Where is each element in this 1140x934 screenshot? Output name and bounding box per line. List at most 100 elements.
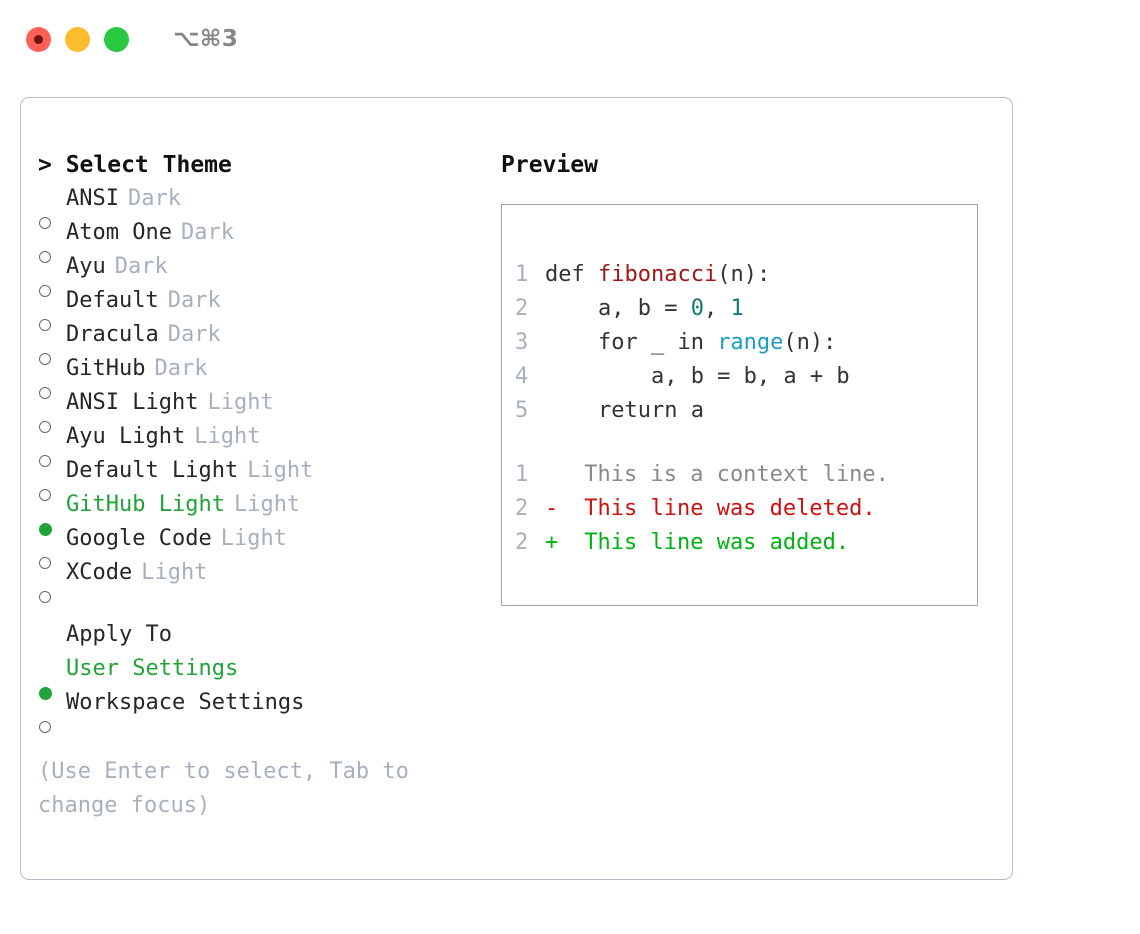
diff-line: 2 + This line was added. xyxy=(515,526,969,560)
code-token-plain: a, b = xyxy=(545,296,691,321)
option-kind-label: Dark xyxy=(167,288,221,313)
radio-ring xyxy=(39,353,51,365)
title-bar: ⌥⌘3 xyxy=(0,0,1140,78)
apply-to-option-0[interactable]: User Settings xyxy=(38,652,478,700)
code-token-num: 0 xyxy=(690,296,704,321)
diff-marker xyxy=(545,458,571,492)
option-label: Workspace Settings xyxy=(66,690,305,715)
radio-ring xyxy=(39,455,51,467)
theme-option-6[interactable]: ANSI Light Light xyxy=(38,386,478,433)
option-label: Dracula xyxy=(66,322,159,347)
diff-marker: - xyxy=(545,496,559,521)
option-kind-label: Dark xyxy=(180,220,234,245)
theme-option-3[interactable]: Default Dark xyxy=(38,284,478,331)
keyboard-shortcut-label: ⌥⌘3 xyxy=(173,25,239,52)
code-token-plain: , xyxy=(703,296,731,321)
code-line: 3 for _ in range(n): xyxy=(515,326,969,360)
code-spacer xyxy=(515,428,969,458)
radio-ring xyxy=(39,721,51,733)
theme-option-9[interactable]: GitHub Light Light xyxy=(38,488,478,536)
line-number: 3 xyxy=(515,330,529,355)
maximize-button[interactable] xyxy=(104,26,129,52)
radio-ring xyxy=(39,285,51,297)
option-label: Ayu Light xyxy=(66,424,186,449)
code-line-text: a, b = 0, 1 xyxy=(545,292,744,326)
option-label: User Settings xyxy=(66,656,239,681)
option-label: GitHub xyxy=(66,356,146,381)
option-kind-label: Light xyxy=(220,526,287,551)
diff-line: 1 This is a context line. xyxy=(515,458,969,492)
line-number: 5 xyxy=(515,398,529,423)
line-number: 2 xyxy=(515,530,529,555)
line-number: 2 xyxy=(515,496,529,521)
option-label: Default Light xyxy=(66,458,239,483)
option-label: ANSI xyxy=(66,186,119,211)
code-line: 2 a, b = 0, 1 xyxy=(515,292,969,326)
code-line: 4 a, b = b, a + b xyxy=(515,360,969,394)
code-token-plain: for _ in xyxy=(545,330,718,355)
radio-dot xyxy=(39,523,52,536)
radio-ring xyxy=(39,251,51,263)
code-token-fn: fibonacci xyxy=(597,262,718,287)
option-label: GitHub Light xyxy=(66,492,225,517)
diff-line: 2- This line was deleted. xyxy=(515,492,969,526)
code-token-num: 1 xyxy=(730,296,744,321)
help-hint-text: (Use Enter to select, Tab to change focu… xyxy=(38,759,423,818)
option-kind-label: Light xyxy=(247,458,314,483)
code-line-text: return a xyxy=(545,394,704,428)
theme-option-8[interactable]: Default Light Light xyxy=(38,454,478,501)
diff-marker: + xyxy=(545,530,559,555)
line-number: 1 xyxy=(515,262,529,287)
code-token-plain: return a xyxy=(545,398,704,423)
option-kind-label: Dark xyxy=(127,186,181,211)
code-line-text: for _ in range(n): xyxy=(545,326,836,360)
option-kind-label: Light xyxy=(194,424,261,449)
radio-ring xyxy=(39,591,51,603)
code-line: 5 return a xyxy=(515,394,969,428)
diff-line-text: This line was deleted. xyxy=(571,496,876,521)
code-token-plain: (n): xyxy=(717,262,771,287)
apply-to-option-1[interactable]: Workspace Settings xyxy=(38,686,478,733)
select-theme-header: > Select Theme xyxy=(38,152,232,178)
radio-ring xyxy=(39,387,51,399)
theme-option-0[interactable]: ANSI Dark xyxy=(38,182,478,229)
radio-ring xyxy=(39,557,51,569)
preview-header: Preview xyxy=(501,152,598,178)
code-token-plain: a, b = b, a + b xyxy=(545,364,850,389)
radio-ring xyxy=(39,489,51,501)
radio-ring xyxy=(39,217,51,229)
diff-line-text: This line was added. xyxy=(571,530,850,555)
radio-ring xyxy=(39,319,51,331)
radio-dot xyxy=(39,687,52,700)
recording-dot-icon xyxy=(34,34,43,44)
code-token-plain: def xyxy=(545,262,598,287)
diff-line-text: This is a context line. xyxy=(571,462,889,487)
line-number: 4 xyxy=(515,364,529,389)
code-line-text: a, b = b, a + b xyxy=(545,360,850,394)
option-kind-label: Light xyxy=(233,492,301,517)
minimize-button[interactable] xyxy=(65,26,90,52)
option-label: Default xyxy=(66,288,159,313)
line-number: 2 xyxy=(515,296,529,321)
option-label: Google Code xyxy=(66,526,212,551)
code-token-call: range xyxy=(717,330,784,355)
theme-option-7[interactable]: Ayu Light Light xyxy=(38,420,478,467)
traffic-lights xyxy=(26,26,129,52)
theme-option-10[interactable]: Google Code Light xyxy=(38,522,478,569)
option-label: ANSI Light xyxy=(66,390,199,415)
code-line-text: def fibonacci(n): xyxy=(545,258,770,292)
option-kind-label: Light xyxy=(207,390,274,415)
option-label: XCode xyxy=(66,560,133,585)
close-button[interactable] xyxy=(26,26,51,52)
